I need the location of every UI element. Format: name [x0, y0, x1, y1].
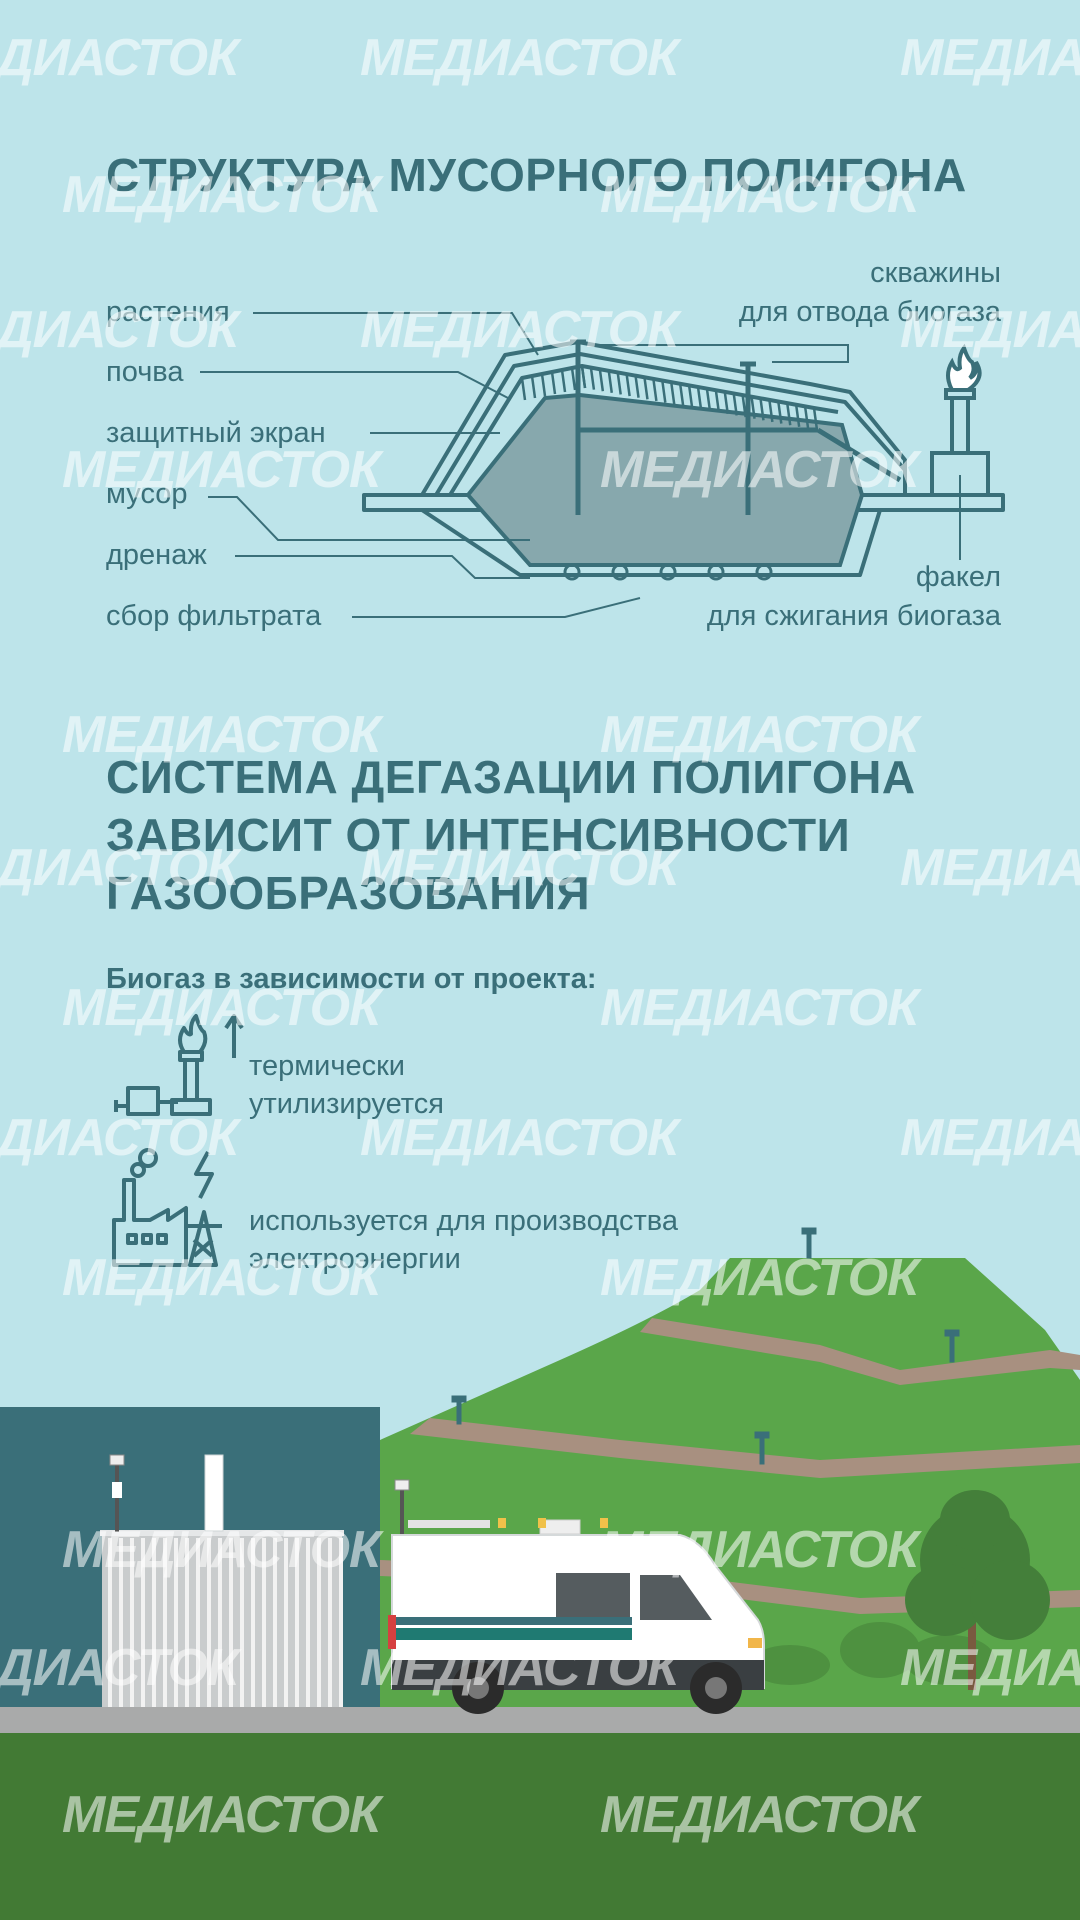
watermark: МЕДИАСТОК: [900, 839, 1080, 897]
watermark: МЕДИАСТОК: [0, 1639, 239, 1697]
use-thermal-line: утилизируется: [249, 1088, 444, 1120]
use-thermal-line: термически: [249, 1050, 405, 1082]
watermark: МЕДИАСТОК: [900, 301, 1080, 359]
watermark: МЕДИАСТОК: [360, 29, 679, 87]
watermark: МЕДИАСТОК: [0, 301, 239, 359]
label-drainage: дренаж: [106, 539, 207, 571]
watermark: МЕДИАСТОК: [900, 1109, 1080, 1167]
label-plants: растения: [106, 296, 230, 328]
watermark: МЕДИАСТОК: [900, 1639, 1080, 1697]
watermark: МЕДИАСТОК: [62, 1786, 381, 1844]
watermark: МЕДИАСТОК: [360, 1109, 679, 1167]
watermark: МЕДИАСТОК: [62, 979, 381, 1037]
label-wells-line2: для отвода биогаза: [738, 296, 1001, 328]
use-electricity-text: используется для производства электроэне…: [249, 1202, 678, 1278]
section-title-structure: СТРУКТУРА МУСОРНОГО ПОЛИГОНА: [106, 149, 967, 201]
label-waste: мусор: [106, 478, 188, 510]
watermark: МЕДИАСТОК: [0, 1109, 239, 1167]
watermark: МЕДИАСТОК: [62, 706, 381, 764]
ground: [0, 1733, 1080, 1920]
title-line: ГАЗООБРАЗОВАНИЯ: [106, 867, 591, 919]
watermark: МЕДИАСТОК: [360, 1639, 679, 1697]
watermark: МЕДИАСТОК: [600, 979, 919, 1037]
container-unit: [100, 1530, 344, 1710]
leader-wells: [600, 344, 849, 363]
label-flare-line2: для сжигания биогаза: [706, 600, 1001, 632]
gas-well-markers: [451, 1227, 960, 1465]
watermark: МЕДИАСТОК: [600, 441, 919, 499]
leader-plants: [253, 312, 539, 356]
watermark: МЕДИАСТОК: [62, 1249, 381, 1307]
title-line: ЗАВИСИТ ОТ ИНТЕНСИВНОСТИ: [106, 809, 851, 861]
road: [0, 1707, 1080, 1733]
leader-filtrate: [352, 597, 641, 618]
watermark: МЕДИАСТОК: [62, 441, 381, 499]
basin: [420, 508, 882, 577]
hill-path: [410, 1418, 1080, 1478]
watermark: МЕДИАСТОК: [360, 839, 679, 897]
leader-drainage: [235, 555, 530, 579]
label-protective-screen: защитный экран: [106, 417, 326, 449]
title-line: СИСТЕМА ДЕГАЗАЦИИ ПОЛИГОНА: [106, 751, 916, 803]
watermark: МЕДИАСТОК: [600, 1521, 919, 1579]
watermark: МЕДИАСТОК: [0, 839, 239, 897]
watermark: МЕДИАСТОК: [600, 1249, 919, 1307]
biogas-subheading: Биогаз в зависимости от проекта:: [106, 963, 597, 995]
hill-path: [640, 1318, 1080, 1385]
watermark: МЕДИАСТОК: [600, 166, 919, 224]
watermark: МЕДИАСТОК: [900, 29, 1080, 87]
section-title-degassing: СИСТЕМА ДЕГАЗАЦИИ ПОЛИГОНА ЗАВИСИТ ОТ ИН…: [106, 748, 916, 922]
label-filtrate-collection: сбор фильтрата: [106, 600, 322, 632]
leader-soil: [200, 371, 509, 399]
tree: [905, 1490, 1050, 1690]
waste-body: [465, 392, 865, 567]
watermark: МЕДИАСТОК: [62, 166, 381, 224]
soil-layer: [434, 352, 907, 497]
label-flare-line1: факел: [915, 561, 1001, 593]
lamp-posts: [109, 1454, 410, 1538]
watermark: МЕДИАСТОК: [62, 1521, 381, 1579]
use-thermal-text: термически утилизируется: [249, 1047, 444, 1123]
watermark: МЕДИАСТОК: [600, 706, 919, 764]
service-van: [388, 1518, 765, 1714]
use-electricity-line: используется для производства: [249, 1205, 678, 1237]
plants-layer: [420, 340, 907, 497]
label-wells-line1: скважины: [870, 257, 1001, 289]
watermark: МЕДИАСТОК: [360, 301, 679, 359]
label-soil: почва: [106, 356, 184, 388]
leader-waste: [208, 496, 530, 541]
use-electricity-line: электроэнергии: [249, 1243, 461, 1275]
watermark: МЕДИАСТОК: [600, 1786, 919, 1844]
watermark: МЕДИАСТОК: [0, 29, 239, 87]
